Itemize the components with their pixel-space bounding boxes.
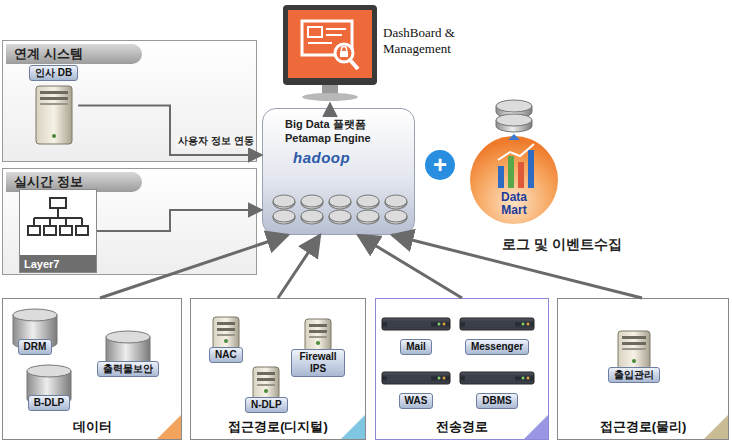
server-icon xyxy=(34,84,74,146)
source-panel: 접근경로(물리) 출입관리 xyxy=(557,298,729,440)
monitor-icon xyxy=(280,3,380,103)
plus-sign: + xyxy=(425,150,455,180)
system-item: WAS xyxy=(381,371,451,409)
dashboard-monitor: DashBoard & Management xyxy=(280,3,380,103)
server-icon xyxy=(251,365,281,401)
hadoop-logo: hadoop xyxy=(293,149,350,166)
disk-array xyxy=(263,193,416,229)
server-icon xyxy=(303,317,333,353)
system-item: N-DLP xyxy=(245,365,288,413)
flow-arrow xyxy=(278,235,320,298)
item-label: Messenger xyxy=(465,339,529,355)
source-panel: 접근경로(디지털) NAC Firewall IPS N-DLP xyxy=(190,298,366,440)
corner-mark xyxy=(341,415,365,439)
item-label: Firewall IPS xyxy=(291,349,345,377)
item-label: Mail xyxy=(400,339,431,355)
panel-tab: 연계 시스템 xyxy=(6,44,142,64)
data-mart: Data Mart xyxy=(468,98,560,228)
system-item: Messenger xyxy=(459,317,535,355)
panel-heading: 실시간 정보 xyxy=(14,173,83,191)
item-label: NAC xyxy=(209,347,243,363)
data-mart-label: Data Mart xyxy=(490,191,538,217)
platform-title: Big Data 플랫폼 Petamap Engine xyxy=(285,117,403,145)
item-text: WAS xyxy=(405,395,428,407)
system-item: 인사 DB xyxy=(29,65,78,146)
rack-icon xyxy=(459,371,535,385)
system-item: DBMS xyxy=(459,371,535,409)
item-label: B-DLP xyxy=(28,395,71,411)
server-icon xyxy=(211,315,241,351)
item-text: Mail xyxy=(406,341,425,353)
system-item: Mail xyxy=(381,317,451,355)
layer7-bar: Layer7 xyxy=(20,255,96,272)
system-item: B-DLP xyxy=(25,363,73,411)
item-label: N-DLP xyxy=(245,397,288,413)
item-text: 출입관리 xyxy=(614,369,654,381)
item-label: 출력물보안 xyxy=(97,361,159,377)
corner-mark xyxy=(157,415,181,439)
panel-label: 데이터 xyxy=(3,418,181,436)
item-label: 인사 DB xyxy=(29,65,78,81)
item-text: 인사 DB xyxy=(35,67,72,79)
collect-label: 로그 및 이벤트수집 xyxy=(500,236,624,254)
item-label: 출입관리 xyxy=(608,367,660,383)
group-panel: 실시간 정보 Layer7 xyxy=(2,168,257,275)
system-item: DRM xyxy=(11,307,59,355)
layer7-label: Layer7 xyxy=(24,258,59,270)
panel-tab: 실시간 정보 xyxy=(6,172,142,192)
system-item: 출입관리 xyxy=(608,329,660,383)
item-text: 출력물보안 xyxy=(103,363,153,375)
item-label: DRM xyxy=(18,339,53,355)
corner-mark xyxy=(524,415,548,439)
item-text: DBMS xyxy=(482,395,511,407)
source-panel: 전송경로 Mail MessengerWAS DBMS xyxy=(375,298,549,440)
dashboard-title: DashBoard & Management xyxy=(383,25,483,57)
item-text: NAC xyxy=(215,349,237,361)
panel-label: 접근경로(디지털) xyxy=(191,418,365,436)
source-panel: 데이터 DRM 출력물보안 B-DLP xyxy=(2,298,182,440)
panel-label: 전송경로 xyxy=(376,418,548,436)
bigdata-platform: Big Data 플랫폼 Petamap Engine hadoop xyxy=(262,108,415,235)
flow-arrow xyxy=(392,235,642,298)
network-icon xyxy=(20,192,96,254)
item-text: Messenger xyxy=(471,341,523,353)
corner-mark xyxy=(704,415,728,439)
system-item: 출력물보안 xyxy=(97,329,159,377)
rack-icon xyxy=(381,317,451,331)
item-text: N-DLP xyxy=(251,399,282,411)
item-label: DBMS xyxy=(476,393,517,409)
rack-icon xyxy=(459,317,535,331)
item-text: DRM xyxy=(24,341,47,353)
item-text: Firewall IPS xyxy=(297,351,339,375)
layer7-box: Layer7 xyxy=(19,189,97,273)
edge-label: 사용자 정보 연동 xyxy=(176,134,256,148)
item-text: B-DLP xyxy=(34,397,65,409)
panel-heading: 연계 시스템 xyxy=(14,45,83,63)
system-item: Firewall IPS xyxy=(291,317,345,377)
rack-icon xyxy=(381,371,451,385)
panel-label: 접근경로(물리) xyxy=(558,418,728,436)
system-item: NAC xyxy=(209,315,243,363)
server-icon xyxy=(616,329,652,371)
item-label: WAS xyxy=(399,393,434,409)
flow-arrow xyxy=(358,235,462,298)
